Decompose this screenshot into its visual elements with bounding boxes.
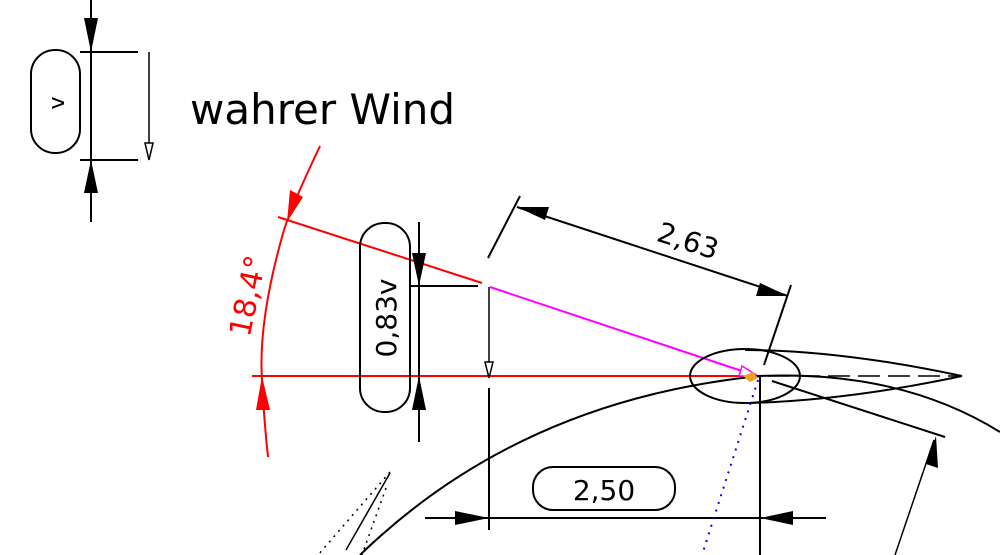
value-box [359, 222, 411, 413]
lower-left-lines [317, 471, 391, 555]
true-wind-dimension [30, 0, 154, 222]
slanted-dimension [487, 195, 792, 366]
arrow-down-icon [412, 253, 426, 286]
marker-icon [743, 372, 758, 382]
arrow-up-icon [84, 160, 98, 193]
arrow-icon [756, 283, 788, 296]
arrow-down-icon [84, 18, 98, 52]
sail-geometry [359, 348, 1000, 555]
arrow-right-icon [455, 511, 489, 525]
apparent-component-label: 0,83v [370, 279, 403, 358]
arrow-icon [256, 376, 270, 410]
arrow-icon [926, 436, 938, 468]
blue-dotted-line [701, 379, 759, 555]
arrow-icon [517, 207, 549, 220]
arrow-left-icon [760, 511, 793, 525]
true-wind-label: v [45, 96, 70, 109]
open-arrow-icon [144, 142, 154, 161]
value-box [532, 466, 676, 511]
apparent-component-dimension [359, 222, 494, 530]
apparent-wind-vector [489, 286, 761, 377]
title-wahrer-wind: wahrer Wind [190, 85, 455, 134]
angle-dimension [252, 145, 760, 458]
v-label-box [30, 49, 81, 154]
arrow-up-icon [412, 376, 426, 410]
open-arrow-icon [484, 361, 494, 379]
angle-label: 18,4° [223, 252, 274, 339]
slanted-length-label: 2,63 [653, 216, 722, 267]
horizontal-dimension [425, 466, 826, 525]
horizontal-length-label: 2,50 [573, 474, 635, 507]
arrow-icon [287, 190, 303, 222]
